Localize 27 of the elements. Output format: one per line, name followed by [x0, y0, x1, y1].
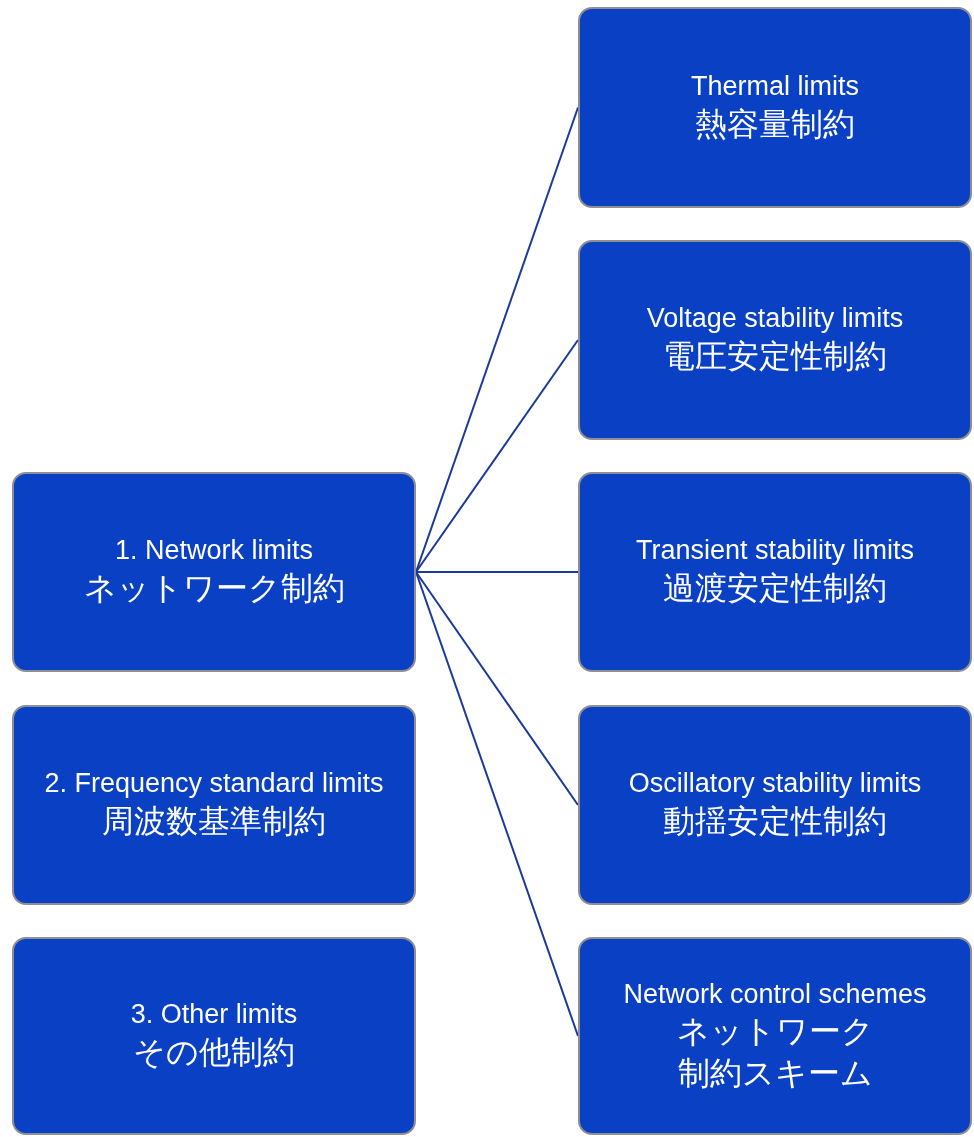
connector-line — [415, 571, 579, 806]
category-box — [12, 472, 416, 672]
box-subtitle: 熱容量制約 — [695, 103, 855, 145]
box-title: Voltage stability limits — [646, 302, 904, 336]
box-title: 2. Frequency standard limits — [44, 767, 384, 801]
box-subtitle: ネットワーク制約スキーム — [675, 1011, 875, 1094]
box-subtitle: 電圧安定性制約 — [663, 336, 887, 378]
category-box — [578, 472, 972, 672]
box-title: Thermal limits — [691, 69, 859, 103]
category-box — [578, 937, 972, 1135]
box-subtitle: その他制約 — [133, 1032, 295, 1074]
box-title: 1. Network limits — [115, 534, 313, 568]
box-title: Network control schemes — [623, 977, 927, 1011]
category-box — [12, 937, 416, 1135]
category-box — [578, 7, 972, 208]
box-subtitle: ネットワーク制約 — [83, 568, 345, 610]
connector-line — [415, 571, 579, 573]
category-box — [578, 705, 972, 905]
box-title: Oscillatory stability limits — [628, 767, 922, 801]
connector-line — [415, 339, 579, 573]
box-subtitle: 過渡安定性制約 — [663, 568, 887, 610]
category-box — [578, 240, 972, 440]
category-box — [12, 705, 416, 905]
box-subtitle: 周波数基準制約 — [102, 801, 326, 843]
box-title: Transient stability limits — [635, 534, 915, 568]
box-subtitle: 動揺安定性制約 — [663, 801, 887, 843]
box-title: 3. Other limits — [130, 998, 298, 1032]
